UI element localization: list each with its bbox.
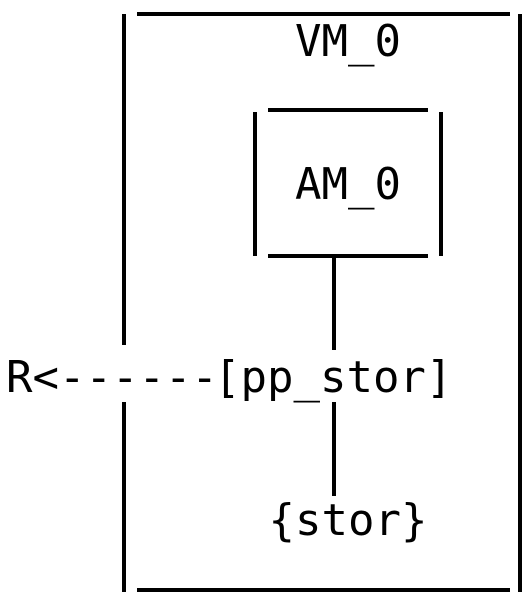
- vm-box: [122, 12, 522, 592]
- am-box: [253, 108, 443, 258]
- vm-label: VM_0: [295, 16, 401, 67]
- r-arrow-label: R<------: [6, 352, 218, 403]
- am-label: AM_0: [295, 159, 401, 210]
- stor-label: {stor}: [269, 495, 428, 546]
- pp-stor-label: [pp_stor]: [214, 352, 452, 403]
